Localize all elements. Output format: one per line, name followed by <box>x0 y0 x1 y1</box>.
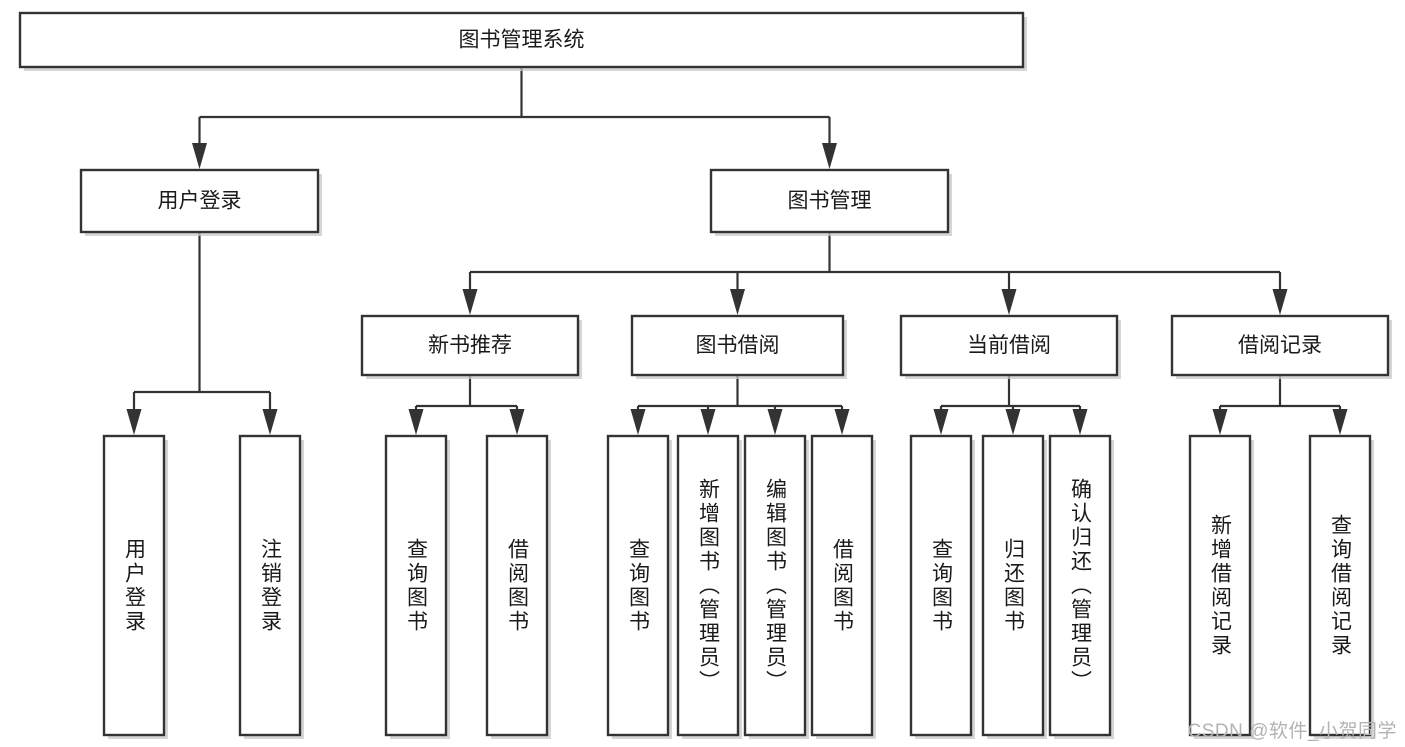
node-box-user-login[interactable] <box>79 168 320 234</box>
node-box-leaf-user-login[interactable] <box>102 434 166 737</box>
node-box-new-book-recommend[interactable] <box>360 314 580 377</box>
node-box-leaf-add-record[interactable] <box>1188 434 1252 737</box>
node-label-new-book-recommend: 新书推荐 <box>428 334 512 357</box>
node-box-leaf-query-record[interactable] <box>1308 434 1372 737</box>
node-label-root: 图书管理系统 <box>459 29 585 52</box>
node-label-borrow-record: 借阅记录 <box>1238 334 1322 357</box>
watermark-text: CSDN @软件_小贺同学 <box>1187 721 1397 742</box>
node-box-leaf-query-book-2[interactable] <box>606 434 670 737</box>
node-label-book-manage: 图书管理 <box>788 190 872 213</box>
nodes-layer <box>18 11 1390 737</box>
node-box-leaf-return-book[interactable] <box>981 434 1045 737</box>
node-box-book-borrow[interactable] <box>630 314 845 377</box>
node-box-leaf-edit-book[interactable] <box>743 434 807 737</box>
node-box-leaf-borrow-book-2[interactable] <box>810 434 874 737</box>
node-box-leaf-borrow-book-1[interactable] <box>485 434 549 737</box>
node-box-leaf-user-logout[interactable] <box>238 434 302 737</box>
node-box-borrow-record[interactable] <box>1170 314 1390 377</box>
node-box-root[interactable] <box>18 11 1025 69</box>
connector-recommend-to-leaves <box>408 375 525 435</box>
connector-borrow-to-leaves <box>630 375 850 435</box>
connector-userlogin-to-leaves <box>126 232 278 435</box>
connector-current-to-leaves <box>933 375 1088 435</box>
edges-layer <box>126 67 1348 435</box>
connector-record-to-leaves <box>1212 375 1348 435</box>
node-label-book-borrow: 图书借阅 <box>696 334 780 357</box>
node-label-user-login: 用户登录 <box>158 190 242 213</box>
node-box-leaf-query-book-1[interactable] <box>384 434 448 737</box>
node-box-book-manage[interactable] <box>709 168 950 234</box>
node-box-current-borrow[interactable] <box>899 314 1119 377</box>
node-box-leaf-add-book[interactable] <box>676 434 740 737</box>
connector-root-to-level1 <box>192 67 837 169</box>
node-box-leaf-query-book-3[interactable] <box>909 434 973 737</box>
node-box-leaf-confirm-return[interactable] <box>1048 434 1112 737</box>
connector-bookmanage-to-level2 <box>462 232 1288 315</box>
node-label-current-borrow: 当前借阅 <box>967 334 1051 357</box>
